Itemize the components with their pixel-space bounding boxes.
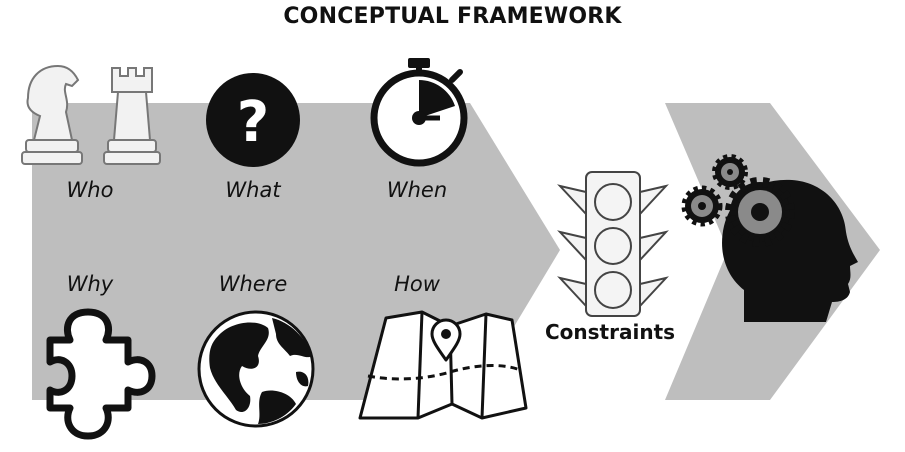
diagram-title: CONCEPTUAL FRAMEWORK — [283, 4, 622, 29]
large-gear-icon — [725, 177, 795, 247]
head-gears-icon — [681, 154, 858, 322]
puzzle-piece-icon — [46, 308, 156, 440]
question-mark-glyph: ? — [237, 90, 269, 155]
question-mark-icon: ? — [206, 73, 300, 167]
chess-rook-icon — [103, 67, 161, 165]
globe-icon — [197, 310, 315, 428]
map-pin-icon — [358, 310, 528, 420]
small-gear-left-icon — [681, 185, 723, 227]
label-where: Where — [218, 272, 288, 296]
small-gear-top-icon — [712, 154, 748, 190]
label-constraints: Constraints — [545, 320, 676, 344]
label-why: Why — [66, 272, 114, 296]
label-what: What — [225, 178, 281, 202]
chess-knight-icon — [21, 64, 83, 165]
stopwatch-icon — [370, 58, 468, 167]
label-who: Who — [66, 178, 114, 202]
label-how: How — [394, 272, 440, 296]
label-when: When — [386, 178, 448, 202]
traffic-light-icon — [557, 171, 669, 317]
